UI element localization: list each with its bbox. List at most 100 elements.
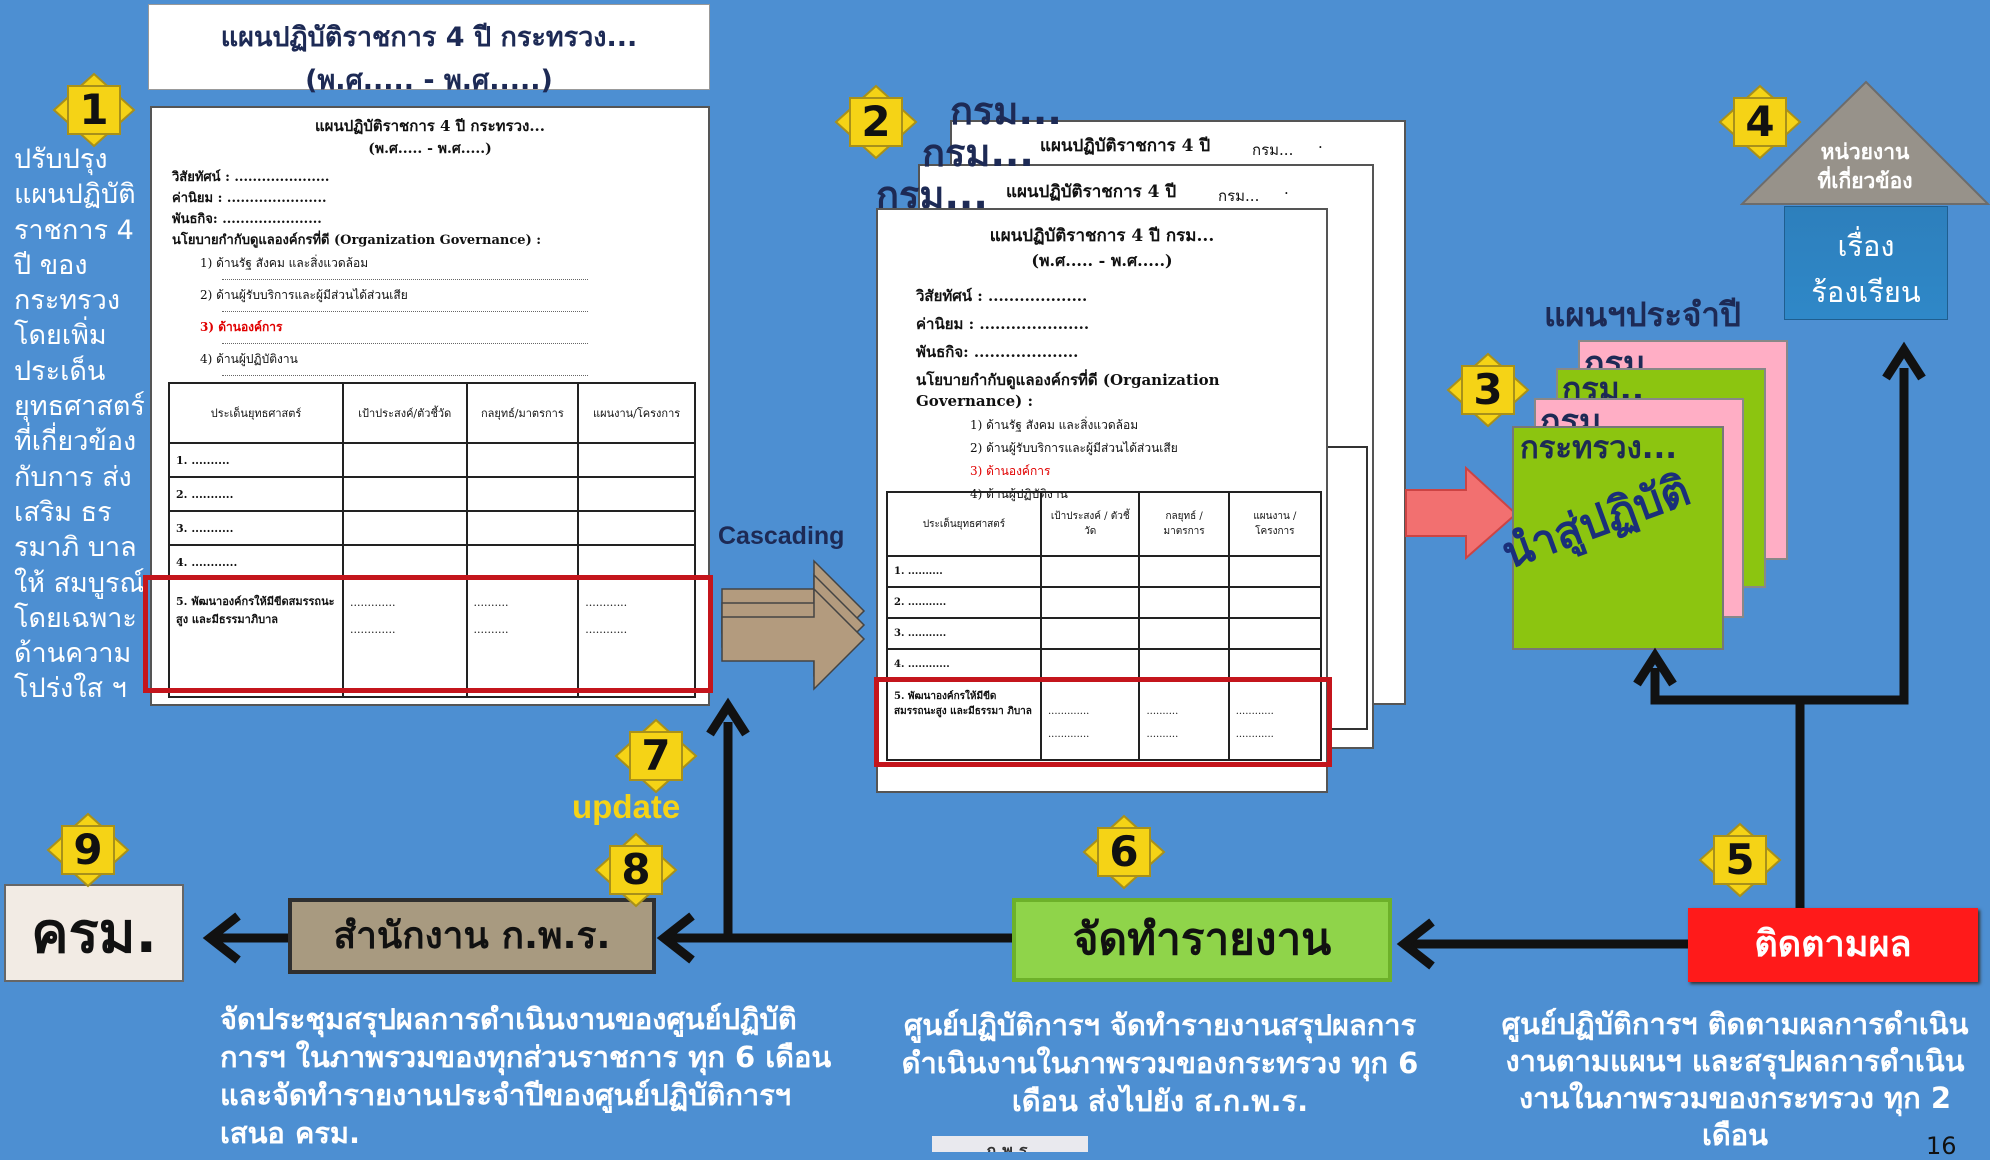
- ministry-doc-years: (พ.ศ..... - พ.ศ.....): [368, 141, 492, 157]
- ministry-row5-measure-dots-2: ..........: [473, 623, 509, 636]
- connector-monitor-to-cards: [1650, 668, 1805, 912]
- page-number: 16: [1926, 1132, 1957, 1160]
- complaint-box: เรื่อง ร้องเรียน: [1784, 206, 1948, 320]
- step-badge-5: 5: [1698, 822, 1782, 898]
- step-badge-3: 3: [1446, 352, 1530, 428]
- agency-label-1: หน่วยงาน: [1820, 140, 1910, 164]
- ministry-row5-measure-dots-1: ..........: [473, 596, 509, 609]
- dept-row-3: 3. ...........: [886, 617, 1042, 650]
- dept-doc-policy: นโยบายกำกับดูแลองค์กรที่ดี (Organization…: [916, 371, 1220, 410]
- ministry-col-measure: กลยุทธ์/มาตรการ: [465, 382, 580, 444]
- dept-row-4: 4. ............: [886, 648, 1042, 681]
- dept-col-measure: กลยุทธ์ / มาตรการ: [1138, 491, 1230, 557]
- ministry-doc-item-3: 3) ด้านองค์การ: [200, 320, 283, 334]
- step-badge-4-number: 4: [1745, 97, 1775, 146]
- caption-middle: ศูนย์ปฏิบัติการฯ จัดทำรายงานสรุปผลการดำเ…: [901, 1008, 1419, 1118]
- dept-row-1: 1. ..........: [886, 555, 1042, 588]
- ministry-row-5: 5. พัฒนาองค์กรให้มีขีดสมรรถนะสูง และมีธร…: [168, 578, 344, 698]
- plan-title-line1: แผนปฏิบัติราชการ 4 ปี กระทรวง...: [220, 22, 638, 53]
- ministry-row5-highlight: [143, 575, 713, 693]
- ministry-doc-values: ค่านิยม : ......................: [172, 191, 327, 206]
- ministry-row5-goal-dots-2: .............: [350, 623, 396, 636]
- step-badge-7-number: 7: [641, 731, 671, 780]
- step-badge-1-number: 1: [79, 85, 109, 134]
- annual-card-ministry-label: กระทรวง...: [1520, 430, 1678, 466]
- ministry-row-2: 2. ...........: [168, 476, 344, 512]
- ministry-doc-item-4: 4) ด้านผู้ปฏิบัติงาน: [200, 352, 298, 366]
- ministry-row-1: 1. ..........: [168, 442, 344, 478]
- footer-logo: ก.พ.ร.: [932, 1136, 1088, 1152]
- dept-doc-item-3: 3) ด้านองค์การ: [970, 464, 1051, 478]
- dept-row5-highlight: [874, 677, 1332, 767]
- ministry-doc-policy: นโยบายกำกับดูแลองค์กรที่ดี (Organization…: [172, 233, 542, 248]
- cascading-arrow-3: [721, 587, 866, 691]
- monitor-box: ติดตามผล: [1688, 908, 1978, 982]
- plan-title-box: แผนปฏิบัติราชการ 4 ปี กระทรวง... (พ.ศ...…: [148, 4, 710, 96]
- step-badge-9-number: 9: [73, 825, 103, 874]
- step-badge-5-number: 5: [1725, 835, 1755, 884]
- step-badge-9: 9: [46, 812, 130, 888]
- dept-row-5: 5. พัฒนาองค์กรให้มีขีดสมรรถนะสูง และมีธร…: [886, 679, 1042, 761]
- report-label: จัดทำรายงาน: [1072, 914, 1332, 965]
- ministry-row5-project-dots-1: ............: [585, 596, 628, 609]
- step-badge-6: 6: [1082, 814, 1166, 890]
- dept-doc-item-1: 1) ด้านรัฐ สังคม และสิ่งแวดล้อม: [970, 418, 1139, 432]
- dept-col-goal: เป้าประสงค์ / ตัวชี้วัด: [1039, 491, 1141, 557]
- dept-doc-vision: วิสัยทัศน์ : ...................: [916, 287, 1088, 305]
- opdc-office-label: สำนักงาน ก.พ.ร.: [333, 914, 611, 957]
- dept-doc-title: แผนปฏิบัติราชการ 4 ปี กรม...: [989, 226, 1215, 246]
- arrowhead-update: [706, 697, 750, 737]
- dept-row5-project-dots-2: ............: [1235, 728, 1274, 740]
- implementation-arrow: [1405, 466, 1518, 560]
- complaint-label-2: ร้องเรียน: [1811, 275, 1921, 309]
- step-badge-8: 8: [594, 832, 678, 908]
- step-badge-2: 2: [834, 84, 918, 160]
- step-badge-3-number: 3: [1473, 365, 1503, 414]
- ministry-col-project: แผนงาน/โครงการ: [577, 382, 696, 444]
- opdc-office-box: สำนักงาน ก.พ.ร.: [288, 898, 656, 974]
- ministry-doc-item-2: 2) ด้านผู้รับบริการและผู้มีส่วนได้ส่วนเส…: [200, 288, 408, 302]
- cabinet-label: ครม.: [31, 901, 157, 966]
- dept-back-2-dot: ·: [1318, 138, 1323, 156]
- step-badge-4: 4: [1718, 84, 1802, 160]
- ministry-doc-item-1: 1) ด้านรัฐ สังคม และสิ่งแวดล้อม: [200, 256, 369, 270]
- dept-back-2-org: กรม...: [1252, 141, 1294, 159]
- step-badge-8-number: 8: [621, 845, 651, 894]
- ministry-doc-table: ประเด็นยุทธศาสตร์ เป้าประสงค์/ตัวชี้วัด …: [168, 382, 696, 698]
- dept-back-1-dot: ·: [1284, 184, 1289, 202]
- update-label: update: [572, 788, 681, 825]
- agency-label-2: ที่เกี่ยวข้อง: [1817, 169, 1913, 193]
- dept-col-strategy: ประเด็นยุทธศาสตร์: [886, 491, 1042, 557]
- dept-doc-table: ประเด็นยุทธศาสตร์ เป้าประสงค์ / ตัวชี้วั…: [886, 491, 1323, 761]
- footer-logo-text: ก.พ.ร.: [986, 1141, 1034, 1152]
- step-badge-7: 7: [614, 718, 698, 794]
- agency-house-roof: [1740, 80, 1990, 205]
- arrowhead-office: [656, 912, 695, 964]
- connector-monitor-to-agency: [1800, 368, 1909, 705]
- ministry-row5-project-dots-2: ............: [585, 623, 628, 636]
- dept-row5-goal-dots-1: .............: [1048, 705, 1090, 717]
- plan-title-line2: (พ.ศ..... - พ.ศ.....): [305, 65, 553, 96]
- dept-back-2-title: แผนปฏิบัติราชการ 4 ปี: [1040, 136, 1211, 156]
- arrowhead-agency: [1882, 341, 1926, 381]
- ministry-doc-mission: พันธกิจ: ......................: [172, 212, 322, 227]
- dept-row5-measure-dots-2: ..........: [1146, 728, 1179, 740]
- monitor-label: ติดตามผล: [1754, 924, 1912, 965]
- dept-back-1-title: แผนปฏิบัติราชการ 4 ปี: [1006, 182, 1177, 202]
- ministry-col-strategy: ประเด็นยุทธศาสตร์: [168, 382, 344, 444]
- cascading-label: Cascading: [718, 522, 845, 550]
- dept-plan-document: แผนปฏิบัติราชการ 4 ปี กรม... (พ.ศ..... -…: [876, 208, 1328, 793]
- stack-label-1: กรม...: [950, 89, 1062, 133]
- ministry-doc-title: แผนปฏิบัติราชการ 4 ปี กระทรวง...: [315, 117, 545, 135]
- step-badge-1: 1: [52, 72, 136, 148]
- dept-col-project: แผนงาน / โครงการ: [1227, 491, 1323, 557]
- dept-row5-measure-dots-1: ..........: [1146, 705, 1179, 717]
- dept-row-2: 2. ...........: [886, 586, 1042, 619]
- dept-row5-goal-dots-2: .............: [1048, 728, 1090, 740]
- left-description: ปรับปรุง แผนปฏิบัติ ราชการ 4 ปี ของ กระท…: [14, 144, 145, 705]
- dept-doc-item-2: 2) ด้านผู้รับบริการและผู้มีส่วนได้ส่วนเส…: [970, 441, 1178, 455]
- arrowhead-report: [1396, 918, 1435, 970]
- ministry-row-3: 3. ...........: [168, 510, 344, 546]
- arrowhead-cabinet: [202, 912, 241, 964]
- ministry-row5-goal-dots-1: .............: [350, 596, 396, 609]
